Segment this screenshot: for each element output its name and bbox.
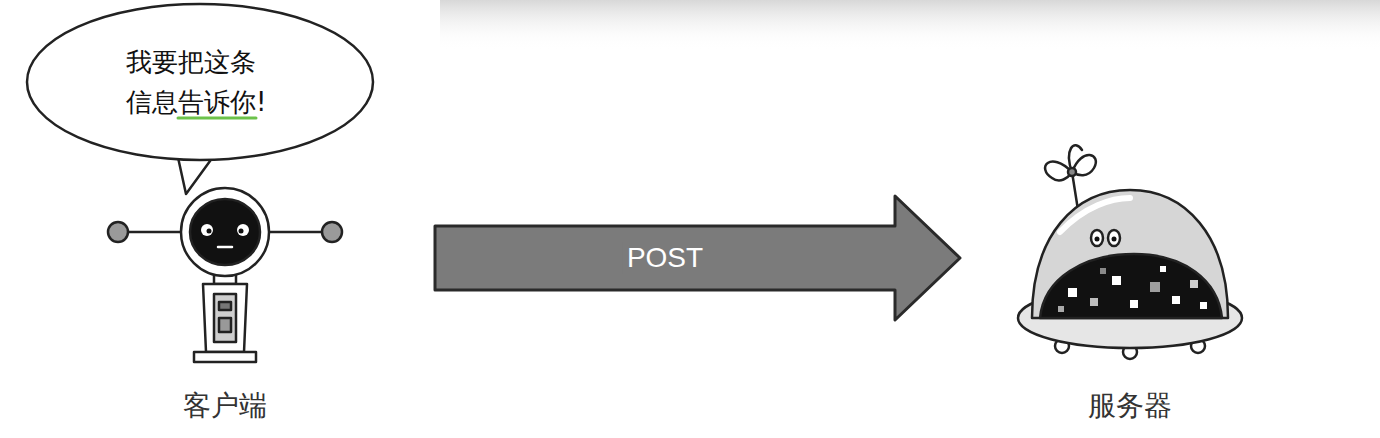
speech-text: 我要把这条 信息告诉你! xyxy=(126,42,274,123)
method-label: POST xyxy=(623,242,707,274)
speech-bubble: 我要把这条 信息告诉你! xyxy=(25,2,375,162)
block-arrow xyxy=(435,196,960,320)
figure-label: 客户端 xyxy=(183,387,267,425)
bubble-outline xyxy=(25,2,375,162)
figure-label: 服务器 xyxy=(1088,387,1172,425)
top-shade xyxy=(440,0,1380,50)
client-node: 客户端 xyxy=(100,140,350,425)
client-robot xyxy=(108,188,342,362)
server-robot xyxy=(1018,145,1242,359)
bubble-body xyxy=(27,4,373,160)
server-node: 服务器 xyxy=(1010,140,1250,425)
